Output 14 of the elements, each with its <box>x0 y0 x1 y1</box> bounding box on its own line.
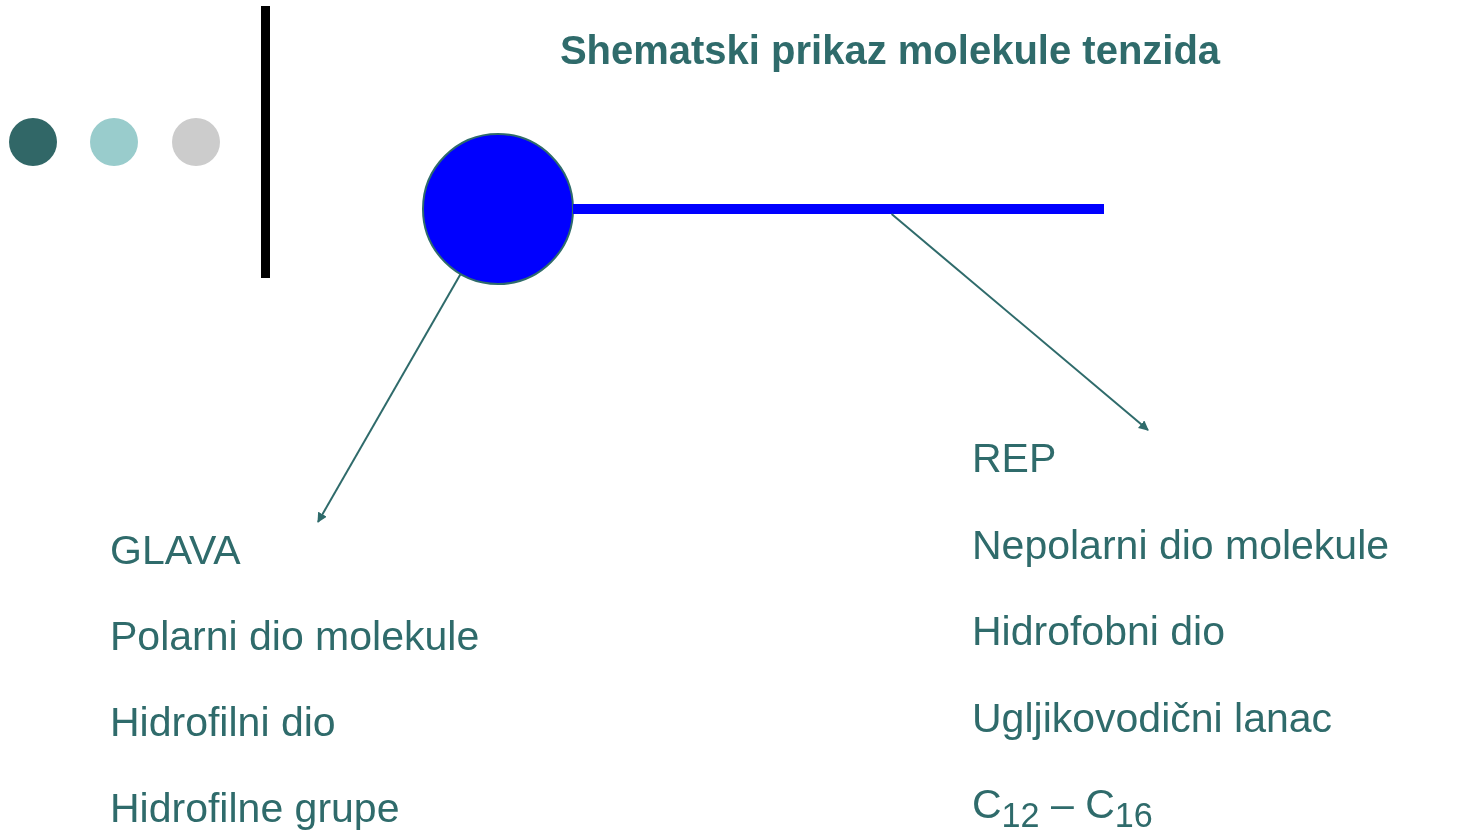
description-text: Polarni dio molekule <box>110 612 480 660</box>
description-text: C$_{12}$ – C$_{16}$ <box>972 780 1153 837</box>
description-text: Hidrofobni dio <box>972 607 1225 655</box>
tail-bar <box>573 204 1104 214</box>
description-text: Hidrofilni dio <box>110 698 336 746</box>
heading-text: REP <box>972 434 1057 482</box>
arrow <box>890 213 1149 431</box>
description-text: Ugljikovodični lanac <box>972 693 1333 742</box>
description-text: Hidrofilne grupe <box>110 784 400 832</box>
head-circle <box>422 133 574 285</box>
arrow <box>317 273 462 523</box>
title: Shematski prikaz molekule tenzida <box>558 28 1222 73</box>
description-text: Nepolarni dio molekule <box>972 520 1390 569</box>
heading-text: GLAVA <box>110 526 241 574</box>
